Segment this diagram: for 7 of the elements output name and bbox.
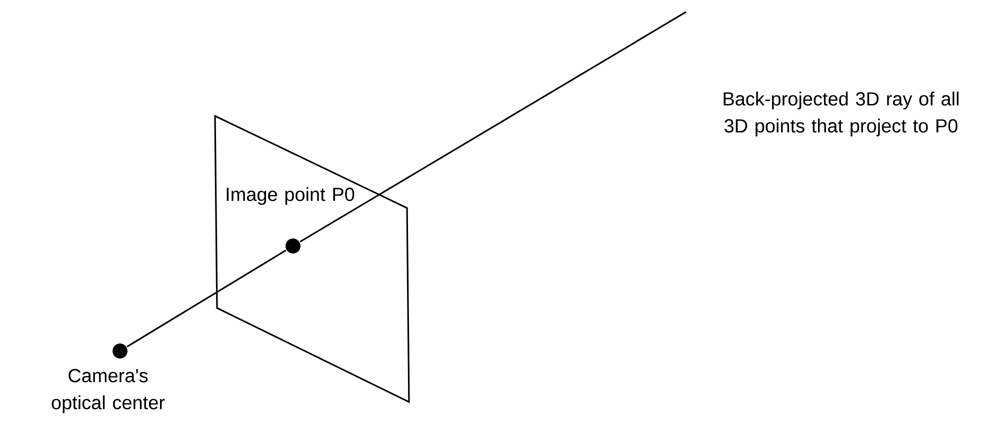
- point-dot: [112, 343, 128, 358]
- ray-line: [300, 11, 686, 242]
- point-label: Image point P0: [226, 187, 354, 205]
- ray-label: Back-projected 3D ray of all 3D points that project to P0: [724, 92, 958, 136]
- point-dot: [286, 238, 300, 254]
- ray-line: [126, 250, 286, 348]
- point-label: Camera's optical center: [52, 368, 165, 414]
